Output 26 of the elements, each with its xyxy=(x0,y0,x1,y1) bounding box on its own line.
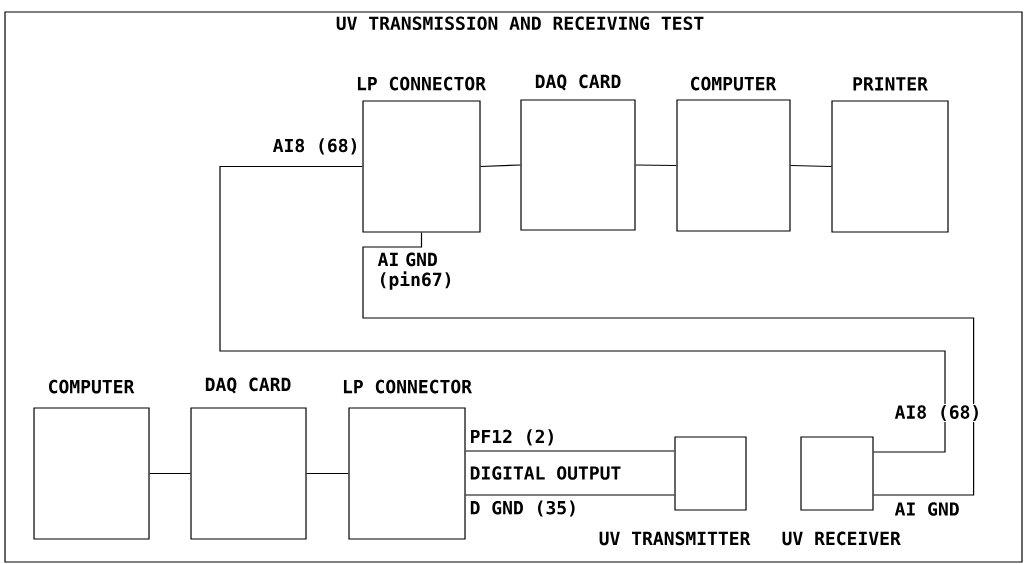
wire xyxy=(790,164,832,168)
component-heading: DAQ CARD xyxy=(535,74,621,91)
signal-label: AI8 (68) xyxy=(893,404,983,422)
wire xyxy=(219,165,946,453)
signal-label: AI GND xyxy=(894,502,959,516)
title: UV TRANSMISSION AND RECEIVING TEST xyxy=(336,16,704,31)
wire xyxy=(149,472,191,475)
component-heading: LP CONNECTOR xyxy=(357,76,486,91)
signal-label: DIGITAL OUTPUT xyxy=(470,466,621,480)
wire-label: PF12 (2) xyxy=(471,429,553,446)
component-heading: COMPUTER xyxy=(691,76,777,91)
wire xyxy=(635,164,677,167)
wire xyxy=(465,494,675,496)
wire xyxy=(480,164,521,168)
component-heading: LP CONNECTOR xyxy=(343,379,472,394)
component-heading: PRINTER xyxy=(853,77,928,91)
wire xyxy=(465,450,675,452)
component-heading: COMPUTER xyxy=(49,379,135,394)
wire-label: D GND (35) xyxy=(470,500,575,517)
wire-label: AI8 (68) xyxy=(273,138,357,155)
wire-label: AI GND (pin67) xyxy=(377,252,451,290)
wire xyxy=(362,232,975,496)
component-heading: UV RECEIVER xyxy=(782,531,901,546)
wire xyxy=(306,472,349,475)
component-heading: DAQ CARD xyxy=(205,377,291,394)
component-heading: UV TRANSMITTER xyxy=(599,531,751,546)
